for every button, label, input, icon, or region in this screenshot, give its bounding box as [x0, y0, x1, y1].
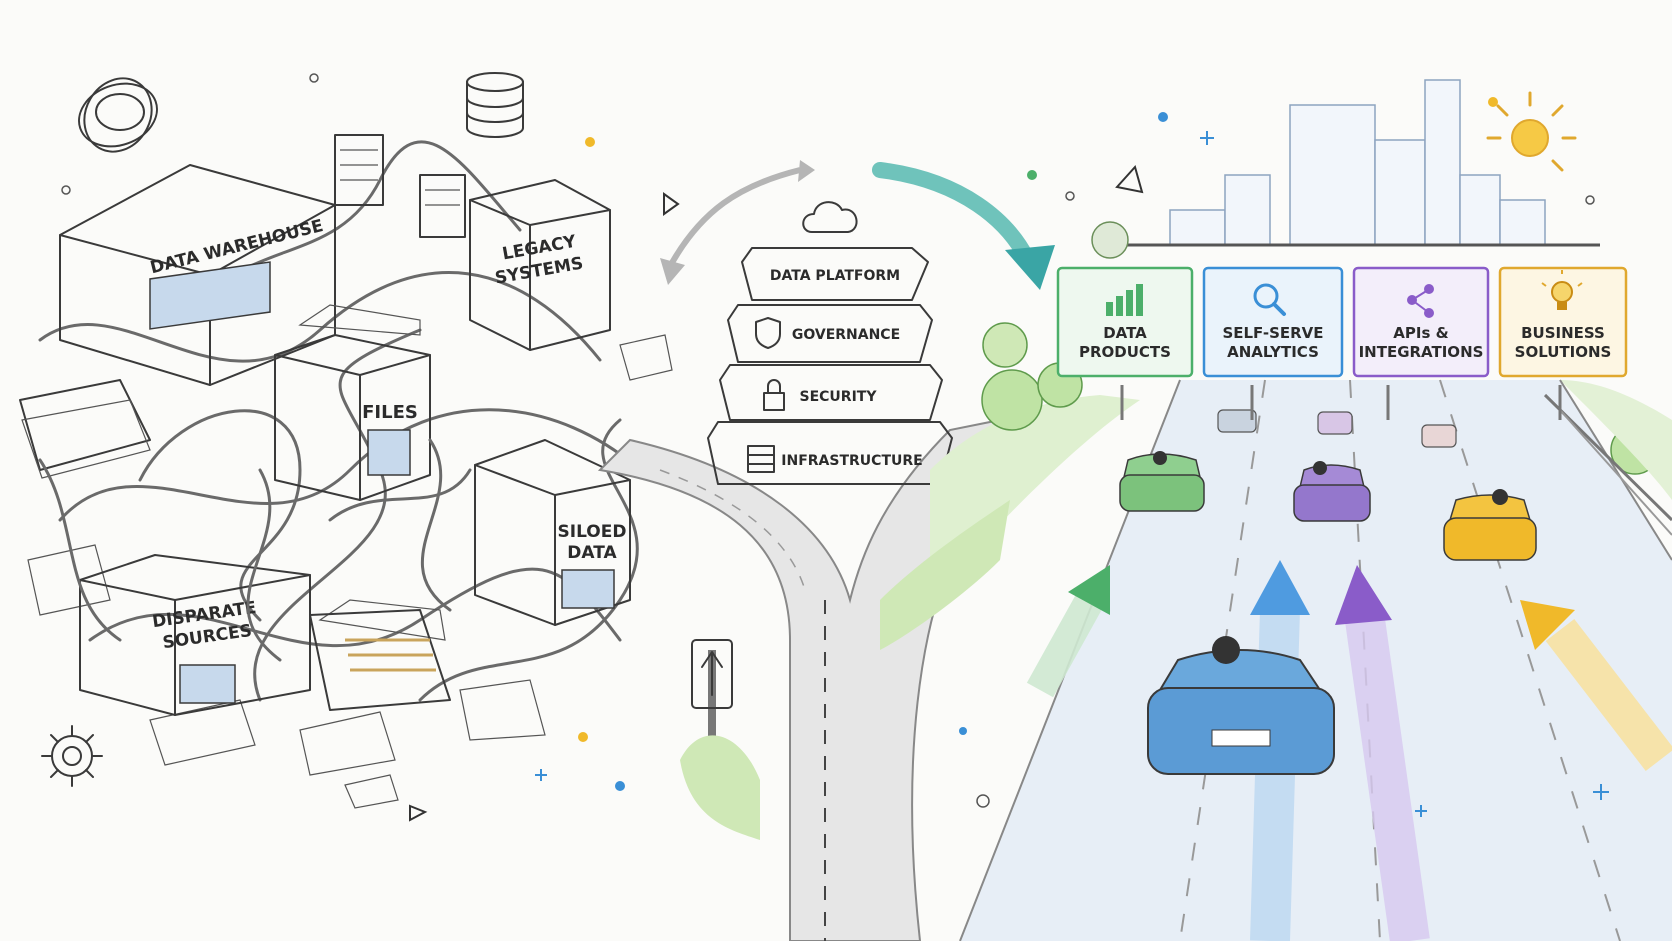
layer-governance: GOVERNANCE [727, 304, 933, 363]
files-box: FILES [274, 304, 431, 501]
files-label: FILES [362, 402, 418, 423]
bar-chart-icon [1106, 284, 1143, 316]
layer-label-infrastructure: INFRASTRUCTURE [781, 453, 922, 469]
sign-label-line1: SELF-SERVE [1222, 324, 1323, 342]
tangled-cables-back [38, 140, 642, 702]
layer-label-governance: GOVERNANCE [792, 327, 900, 343]
sign-apis-integrations: APIs & INTEGRATIONS [1352, 266, 1490, 378]
sign-self-serve-analytics: SELF-SERVE ANALYTICS [1202, 266, 1344, 378]
tangled-cables-front [38, 438, 472, 662]
overhead-signs: DATA PRODUCTS SELF-SERVE ANALYTICS APIs … [1056, 266, 1628, 420]
server-icon [747, 445, 775, 473]
share-icon [1407, 284, 1434, 318]
car-distant [1217, 409, 1457, 448]
up-arrow-icon [1335, 565, 1392, 625]
cloud-icon [802, 201, 858, 233]
sign-label-line1: DATA [1103, 324, 1147, 342]
paper-piles [19, 334, 673, 809]
car-green [1119, 451, 1205, 512]
siloed-label-line2: DATA [567, 543, 617, 563]
scribble-icon [78, 77, 158, 153]
lightbulb-icon [1541, 270, 1583, 310]
lock-icon [763, 379, 785, 411]
folder-crate [309, 599, 451, 711]
cars [1119, 409, 1537, 775]
sun-icon [1486, 91, 1577, 172]
magnifier-icon [1253, 283, 1286, 316]
sign-business-solutions: BUSINESS SOLUTIONS [1498, 266, 1628, 378]
data-warehouse-building: DATA WAREHOUSE [59, 164, 336, 386]
decorative-dots [61, 73, 1609, 822]
legacy-systems-building: LEGACY SYSTEMS [469, 179, 611, 351]
roadside-greenery [680, 221, 1672, 840]
two-way-arrow [660, 160, 815, 285]
road-sign-up-arrow [691, 639, 733, 770]
platform-stack: DATA PLATFORM GOVERNANCE SECURITY INFRAS… [707, 247, 953, 485]
car-purple [1293, 461, 1371, 522]
sign-label-line2: SOLUTIONS [1515, 343, 1612, 361]
layer-infrastructure: INFRASTRUCTURE [707, 421, 953, 485]
layer-data-platform: DATA PLATFORM [741, 247, 929, 301]
layer-label-security: SECURITY [800, 389, 878, 405]
sign-label-line1: APIs & [1393, 324, 1448, 342]
sign-label-line2: INTEGRATIONS [1359, 343, 1484, 361]
up-arrow-icon [1068, 565, 1110, 615]
siloed-data-building: SILOED DATA [474, 439, 631, 626]
car-yellow [1443, 489, 1537, 561]
city-skyline [1120, 79, 1600, 247]
sign-label-line2: ANALYTICS [1227, 343, 1319, 361]
gear-icon [41, 725, 103, 787]
sign-label-line2: PRODUCTS [1079, 343, 1171, 361]
up-arrow-icon [1520, 600, 1575, 650]
shield-icon [755, 317, 781, 349]
flow-arrow [872, 162, 1055, 290]
sign-data-products: DATA PRODUCTS [1056, 266, 1194, 378]
layer-security: SECURITY [719, 364, 943, 421]
database-icon [466, 72, 524, 138]
car-blue [1147, 636, 1335, 775]
up-arrow-icon [1250, 560, 1310, 615]
tangled-legacy-area: DATA WAREHOUSE LEGACY SYSTEMS FILES [19, 72, 673, 809]
siloed-label-line1: SILOED [558, 522, 627, 542]
layer-label-data-platform: DATA PLATFORM [770, 268, 900, 284]
sign-label-line1: BUSINESS [1521, 324, 1605, 342]
server-racks [334, 134, 466, 238]
